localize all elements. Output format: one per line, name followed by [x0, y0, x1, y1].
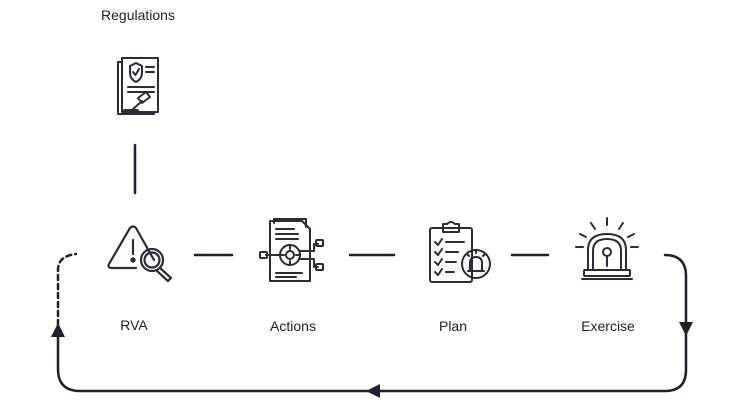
regulations-label: Regulations — [101, 7, 175, 23]
arrow-up-left-icon — [51, 323, 65, 337]
warning-magnifier-icon — [107, 225, 173, 282]
clipboard-checklist-alarm-icon — [429, 221, 491, 283]
cycle-dashed-segment — [56, 252, 78, 327]
cycle-return-loop — [56, 253, 688, 393]
document-process-icon — [259, 218, 324, 282]
plan-label: Plan — [438, 318, 468, 334]
arrow-down-right-icon — [679, 322, 693, 336]
arrow-left-bottom-icon — [366, 384, 380, 398]
regulation-document-gavel-icon — [117, 57, 159, 115]
siren-light-icon — [575, 217, 639, 280]
rva-label: RVA — [120, 317, 148, 333]
actions-label: Actions — [270, 318, 316, 334]
exercise-label: Exercise — [581, 318, 635, 334]
